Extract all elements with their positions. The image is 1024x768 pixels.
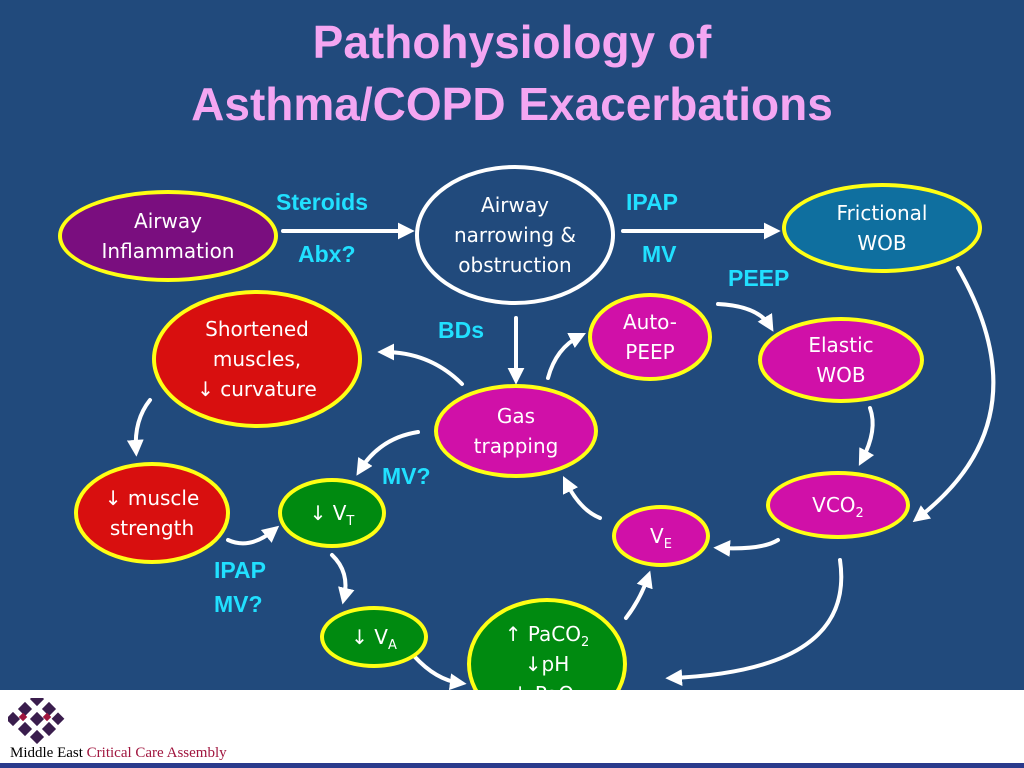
node-airway-inflammation: Airway Inflammation: [58, 190, 278, 282]
label-mv-bottom: MV?: [214, 591, 263, 617]
slide-title-line-2: Asthma/COPD Exacerbations: [191, 78, 833, 130]
node-tidal-volume: ↓ VT: [278, 478, 386, 548]
node-airway-narrowing: Airway narrowing & obstruction: [415, 165, 615, 305]
label-ipap-bottom: IPAP: [214, 557, 266, 583]
arrow-frictional-to-vco2: [912, 266, 996, 523]
node-vco2: VCO2: [766, 471, 910, 539]
arrow-gastrapping-to-autopeep: [546, 332, 587, 380]
arrow-vt-to-va: [330, 553, 355, 605]
node-minute-ventilation: VE: [612, 505, 710, 567]
arrow-vco2-to-ve: [713, 538, 780, 557]
footer-organization: Middle East Critical Care Assembly: [10, 745, 227, 761]
label-mv-question: MV?: [382, 463, 431, 489]
label-peep: PEEP: [728, 265, 790, 291]
arrow-ve-to-gastrapping: [562, 475, 602, 520]
arrow-gastrapping-to-vt: [356, 430, 420, 476]
bottom-border: [0, 763, 1024, 768]
node-auto-peep: Auto- PEEP: [588, 293, 712, 381]
arrow-shortened-to-musclestrength: [126, 398, 152, 457]
arrow-autopeep-to-elastic: [716, 302, 774, 332]
label-abx: Abx?: [298, 241, 356, 267]
flow-arrows: [126, 222, 996, 690]
label-steroids: Steroids: [276, 189, 369, 215]
logo-icon: [8, 698, 65, 744]
label-bds: BDs: [438, 317, 485, 343]
node-muscle-strength: ↓ muscle strength: [74, 462, 230, 564]
footer: Middle East Critical Care Assembly: [0, 690, 1024, 768]
label-mv-top: MV: [642, 241, 677, 267]
label-ipap-top: IPAP: [626, 189, 678, 215]
arrow-gastrapping-to-shortened: [377, 343, 464, 386]
arrow-paco2-to-ve: [624, 570, 653, 620]
arrow-vco2-to-paco2: [665, 558, 844, 686]
arrow-va-to-paco2: [412, 654, 467, 690]
arrow-elastic-to-vco2: [858, 406, 875, 466]
node-elastic-wob: Elastic WOB: [758, 317, 924, 403]
arrow-musclestrength-to-vt: [226, 525, 280, 546]
node-frictional-wob: Frictional WOB: [782, 183, 982, 273]
node-shortened-muscles: Shortened muscles, ↓ curvature: [152, 290, 362, 428]
node-alveolar-ventilation: ↓ VA: [320, 606, 428, 668]
slide-title-line-1: Pathohysiology of: [312, 16, 712, 68]
node-gas-trapping: Gas trapping: [434, 384, 598, 478]
